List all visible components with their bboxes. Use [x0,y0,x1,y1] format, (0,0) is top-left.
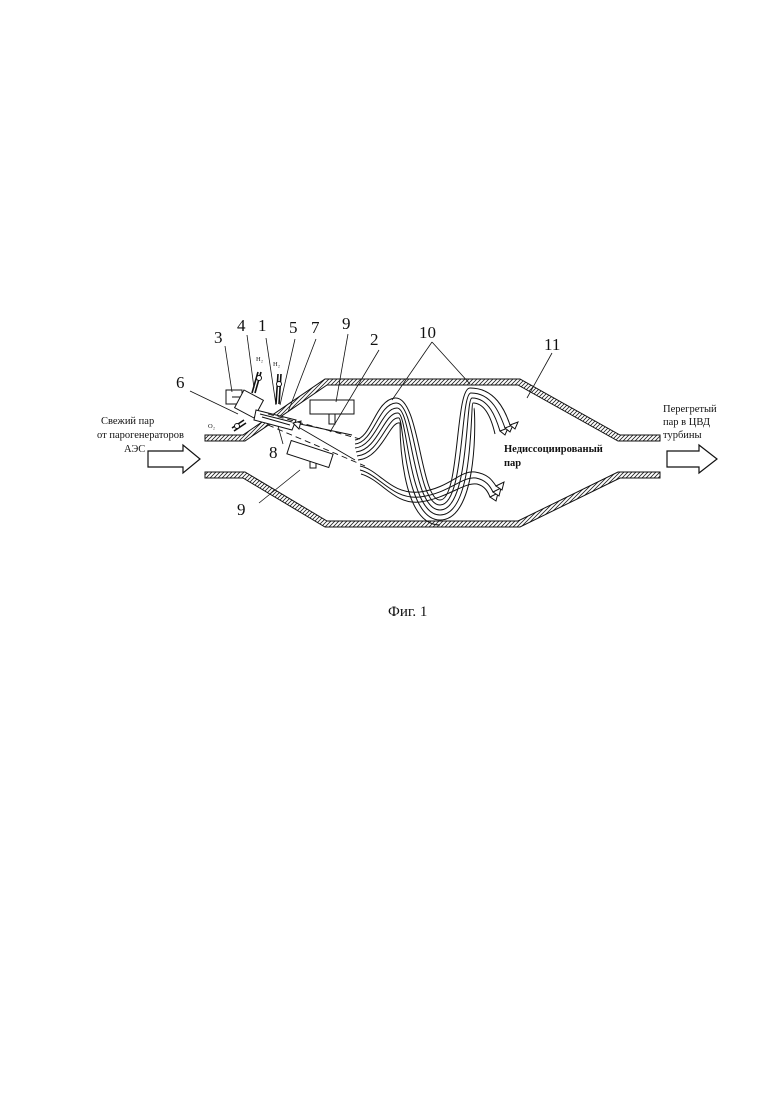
steam-line-2: пар [504,458,521,469]
figure-caption: Фиг. 1 [388,604,427,620]
inlet-arrow [148,445,200,473]
leader-1 [266,338,276,405]
label-3: 3 [214,328,223,347]
inlet-text: Свежий пар от парогенераторов АЭС [97,416,184,455]
outlet-arrow [667,445,717,473]
plasma-torch [226,372,301,431]
label-7: 7 [311,318,320,337]
inlet-line-2: от парогенераторов [97,430,184,441]
label-5: 5 [289,318,298,337]
label-10: 10 [419,323,436,342]
outlet-line-1: Перегретый [663,404,717,415]
label-6: 6 [176,373,185,392]
outlet-text: Перегретый пар в ЦВД турбины [663,404,717,441]
outlet-line-2: пар в ЦВД [663,417,710,428]
label-4: 4 [237,316,246,335]
magnet-bottom [287,441,333,468]
label-8: 8 [269,443,278,462]
outlet-line-3: турбины [663,430,702,441]
label-9-bottom: 9 [237,500,246,519]
tube-bundle [355,388,518,525]
label-9-top: 9 [342,314,351,333]
inlet-line-1: Свежий пар [101,416,154,427]
label-11: 11 [544,335,560,354]
gas-label-h2-a: H₂ [256,356,263,363]
steam-line-1: Недиссоциированый [504,444,603,455]
label-2: 2 [370,330,379,349]
inlet-line-3: АЭС [124,444,145,455]
gas-label-h2-b: H₂ [273,361,280,368]
gas-label-o2: O₂ [208,423,215,430]
label-1: 1 [258,316,267,335]
steam-text: Недиссоциированый пар [504,444,603,469]
